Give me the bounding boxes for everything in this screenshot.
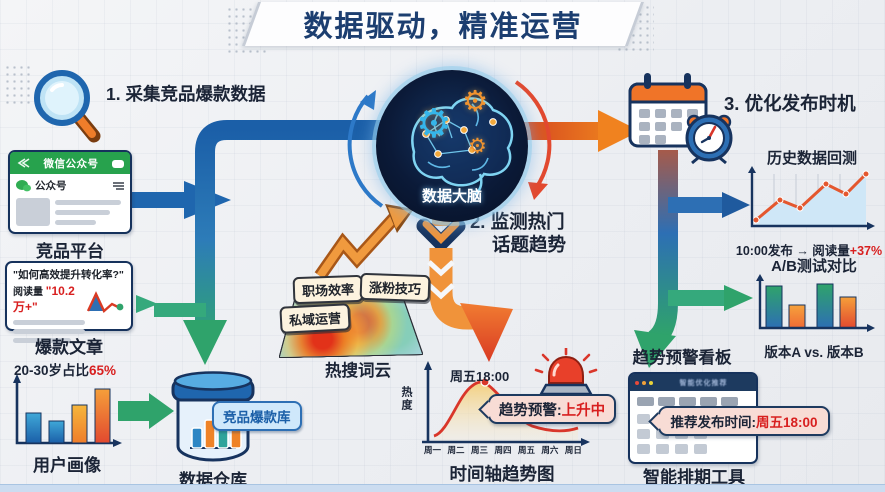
- window-titlebar: 智能优化推荐: [630, 374, 756, 391]
- calendar-cell: [637, 429, 650, 439]
- gear-icon-small: ⚙: [468, 135, 487, 158]
- platform-card: 微信公众号 公众号: [8, 150, 132, 234]
- abtest-chart: [756, 274, 875, 332]
- text-placeholder: [55, 210, 111, 215]
- abtest-title: A/B测试对比: [771, 258, 857, 275]
- magnifier-icon: [34, 70, 101, 143]
- backtest-title: 历史数据回测: [766, 150, 857, 167]
- peak-time-label: 周五18:00: [450, 369, 510, 384]
- window-dot: [642, 380, 646, 385]
- timeline-ylabel: 热度: [400, 386, 412, 412]
- camera-icon: [112, 159, 124, 168]
- text-placeholder: [55, 200, 121, 205]
- siren-icon: [534, 348, 598, 396]
- page-title: 数据驱动，精准运营: [303, 11, 583, 43]
- step-2-line1: 2. 监测热门: [470, 211, 565, 232]
- dot-pattern-corner: [4, 64, 30, 104]
- alert-bubble: 趋势预警: 上升中: [478, 394, 616, 424]
- gear-icon-top: ⚙: [462, 86, 488, 118]
- article-title: "如何高效提升转化率?": [13, 269, 124, 281]
- alarm-clock-icon: [685, 114, 733, 165]
- dashboard-label: 趋势预警看板: [632, 349, 732, 367]
- thumbnail-placeholder: [16, 198, 50, 226]
- calendar-cell: [637, 444, 650, 454]
- wechat-logo-icon: [16, 179, 31, 191]
- calendar-cell: [675, 444, 688, 454]
- title-banner: 数据驱动，精准运营: [241, 2, 645, 46]
- text-placeholder: [55, 220, 97, 225]
- step-2-label: 2. 监测热门 话题趋势: [470, 210, 566, 256]
- calendar-cell: [694, 444, 707, 454]
- platform-card-header: 微信公众号: [43, 157, 99, 170]
- scheduler-label: 智能排期工具: [643, 468, 745, 487]
- toolbar-placeholder: [658, 397, 675, 406]
- backtest-caption-value: +37%: [849, 244, 883, 258]
- user-profile-chart: [13, 374, 122, 447]
- menu-icon: [113, 181, 124, 190]
- recommend-bubble: 推荐发布时间: 周五18:00: [648, 406, 830, 436]
- bottom-strip: [0, 484, 885, 492]
- wordcloud-tag: 涨粉技巧: [359, 272, 431, 303]
- toolbar-placeholder: [700, 397, 717, 406]
- stat-value: 65%: [89, 363, 117, 378]
- step-3-label: 3. 优化发布时机: [724, 93, 856, 114]
- text-placeholder: [13, 329, 85, 334]
- x-tick: 周日: [564, 445, 582, 455]
- x-tick: 周四: [494, 445, 512, 455]
- data-brain: ⚙ ⚙ ⚙ 数据大脑: [376, 70, 528, 222]
- alert-value: 上升中: [561, 402, 606, 419]
- x-tick: 周三: [470, 445, 488, 455]
- account-name: 公众号: [35, 180, 67, 192]
- x-tick: 周一: [424, 445, 442, 455]
- window-title: 智能优化推荐: [679, 379, 728, 387]
- calendar-icon: [628, 73, 733, 165]
- step-1-label: 1. 采集竞品爆款数据: [106, 84, 266, 104]
- article-card: "如何高效提升转化率?" 阅读量 "10.2万+": [5, 261, 133, 343]
- abtest-caption: 版本A vs. 版本B: [764, 345, 864, 360]
- x-tick: 周二: [447, 445, 465, 455]
- stat-prefix: 20-30岁占比: [14, 363, 90, 378]
- step-2-line2: 话题趋势: [492, 234, 567, 256]
- calendar-cell: [656, 444, 669, 454]
- x-tick: 周五: [517, 445, 535, 455]
- backtest-caption-prefix: 10:00发布 → 阅读量: [735, 244, 850, 258]
- x-tick: 周六: [541, 445, 559, 455]
- toolbar-placeholder: [637, 397, 654, 406]
- alert-prefix: 趋势预警:: [498, 402, 562, 419]
- window-dot: [649, 380, 653, 385]
- warehouse-tag: 竞品爆款库: [212, 401, 302, 431]
- wordcloud-tag: 职场效率: [292, 274, 364, 305]
- toolbar-placeholder: [721, 397, 738, 406]
- wordcloud-tag: 私域运营: [279, 303, 351, 334]
- recommend-value: 周五18:00: [755, 415, 818, 430]
- toolbar-placeholder: [679, 397, 696, 406]
- platform-card-label: 竞品平台: [36, 242, 104, 261]
- read-count-label: 阅读量: [13, 287, 43, 298]
- calendar-cell: [637, 414, 650, 424]
- gear-icon-large: ⚙: [416, 102, 452, 146]
- back-icon: [17, 158, 30, 168]
- timeline-label: 时间轴趋势图: [449, 464, 555, 484]
- article-card-label: 爆款文章: [35, 338, 103, 357]
- text-placeholder: [13, 338, 71, 343]
- brain-icon: [411, 97, 514, 195]
- brain-label: 数据大脑: [421, 188, 482, 205]
- sparkline-icon: [86, 291, 124, 313]
- user-profile-stat: 20-30岁占比65%: [14, 359, 116, 379]
- backtest-caption: 10:00发布 → 阅读量+37%: [734, 240, 884, 259]
- window-dot: [635, 380, 639, 385]
- backtest-chart: [748, 166, 875, 230]
- text-placeholder: [13, 320, 85, 325]
- read-count-value: "10.2万+": [13, 284, 75, 314]
- user-profile-label: 用户画像: [33, 456, 101, 475]
- recommend-prefix: 推荐发布时间:: [670, 415, 756, 430]
- wordcloud-label: 热搜词云: [325, 362, 391, 380]
